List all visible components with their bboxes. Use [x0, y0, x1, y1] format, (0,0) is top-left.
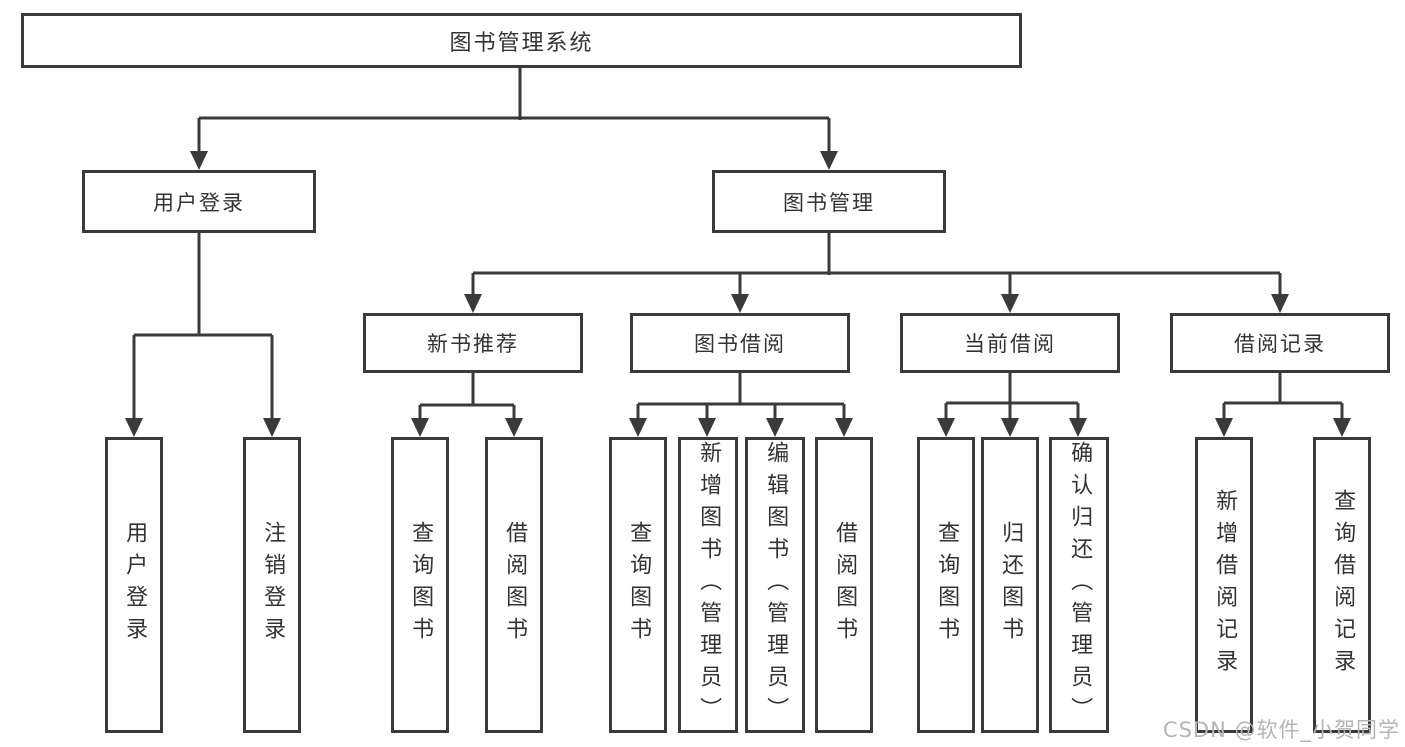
- leaf-confirm-return-admin: 确认归还（管理员）: [1049, 437, 1109, 733]
- leaf-borrow-books: 借阅图书: [815, 437, 873, 733]
- arrowhead: [937, 418, 955, 437]
- arrowhead: [766, 418, 784, 437]
- arrowhead: [835, 418, 853, 437]
- node-label: 新增图书（管理员）: [696, 441, 722, 729]
- arrowhead: [629, 418, 647, 437]
- node-label: 归还图书: [998, 521, 1024, 649]
- node-label: 注销登录: [260, 521, 286, 649]
- node-label: 图书管理: [783, 190, 875, 215]
- arrowhead: [1215, 418, 1233, 437]
- node-root: 图书管理系统: [21, 13, 1022, 68]
- leaf-add-borrow-record: 新增借阅记录: [1195, 437, 1253, 733]
- node-label: 用户登录: [153, 190, 245, 215]
- node-label: 查询图书: [934, 521, 960, 649]
- leaf-edit-book-admin: 编辑图书（管理员）: [745, 437, 805, 733]
- node-label: 借阅记录: [1234, 332, 1326, 356]
- arrowhead: [1333, 418, 1351, 437]
- node-label: 图书借阅: [694, 332, 786, 356]
- leaf-borrow-books-recommend: 借阅图书: [485, 437, 543, 733]
- leaf-add-book-admin: 新增图书（管理员）: [678, 437, 738, 733]
- leaf-return-book: 归还图书: [981, 437, 1039, 733]
- node-label: 新书推荐: [427, 332, 519, 356]
- arrowhead: [1271, 294, 1289, 313]
- node-borrow-records: 借阅记录: [1170, 313, 1390, 373]
- arrowhead: [464, 294, 482, 313]
- arrowhead: [505, 418, 523, 437]
- leaf-logout: 注销登录: [243, 437, 301, 733]
- arrowhead: [731, 294, 749, 313]
- arrowhead: [698, 418, 716, 437]
- arrowhead: [411, 418, 429, 437]
- node-label: 查询借阅记录: [1330, 489, 1356, 681]
- arrowhead: [1069, 418, 1087, 437]
- arrowhead: [1001, 418, 1019, 437]
- arrowhead: [820, 151, 838, 170]
- leaf-query-borrow-record: 查询借阅记录: [1313, 437, 1371, 733]
- node-label: 用户登录: [122, 521, 148, 649]
- arrowhead: [263, 418, 281, 437]
- node-label: 借阅图书: [502, 521, 528, 649]
- node-label: 确认归还（管理员）: [1067, 441, 1093, 729]
- arrowhead: [190, 151, 208, 170]
- node-label: 借阅图书: [832, 521, 858, 649]
- leaf-query-books-borrow: 查询图书: [609, 437, 667, 733]
- arrowhead: [1001, 294, 1019, 313]
- node-label: 当前借阅: [964, 332, 1056, 356]
- node-label: 编辑图书（管理员）: [763, 441, 789, 729]
- node-label: 查询图书: [408, 521, 434, 649]
- leaf-query-books-recommend: 查询图书: [391, 437, 449, 733]
- watermark-text: CSDN @软件_小贺同学: [1162, 718, 1400, 742]
- leaf-query-books-current: 查询图书: [917, 437, 975, 733]
- node-label: 图书管理系统: [449, 30, 594, 56]
- arrowhead: [125, 418, 143, 437]
- leaf-user-login: 用户登录: [105, 437, 163, 733]
- node-book-management: 图书管理: [712, 170, 946, 233]
- node-label: 新增借阅记录: [1212, 489, 1238, 681]
- node-book-borrow: 图书借阅: [630, 313, 850, 373]
- node-new-book-recommend: 新书推荐: [363, 313, 583, 373]
- node-label: 查询图书: [626, 521, 652, 649]
- node-user-login: 用户登录: [82, 170, 316, 233]
- node-current-borrow: 当前借阅: [900, 313, 1120, 373]
